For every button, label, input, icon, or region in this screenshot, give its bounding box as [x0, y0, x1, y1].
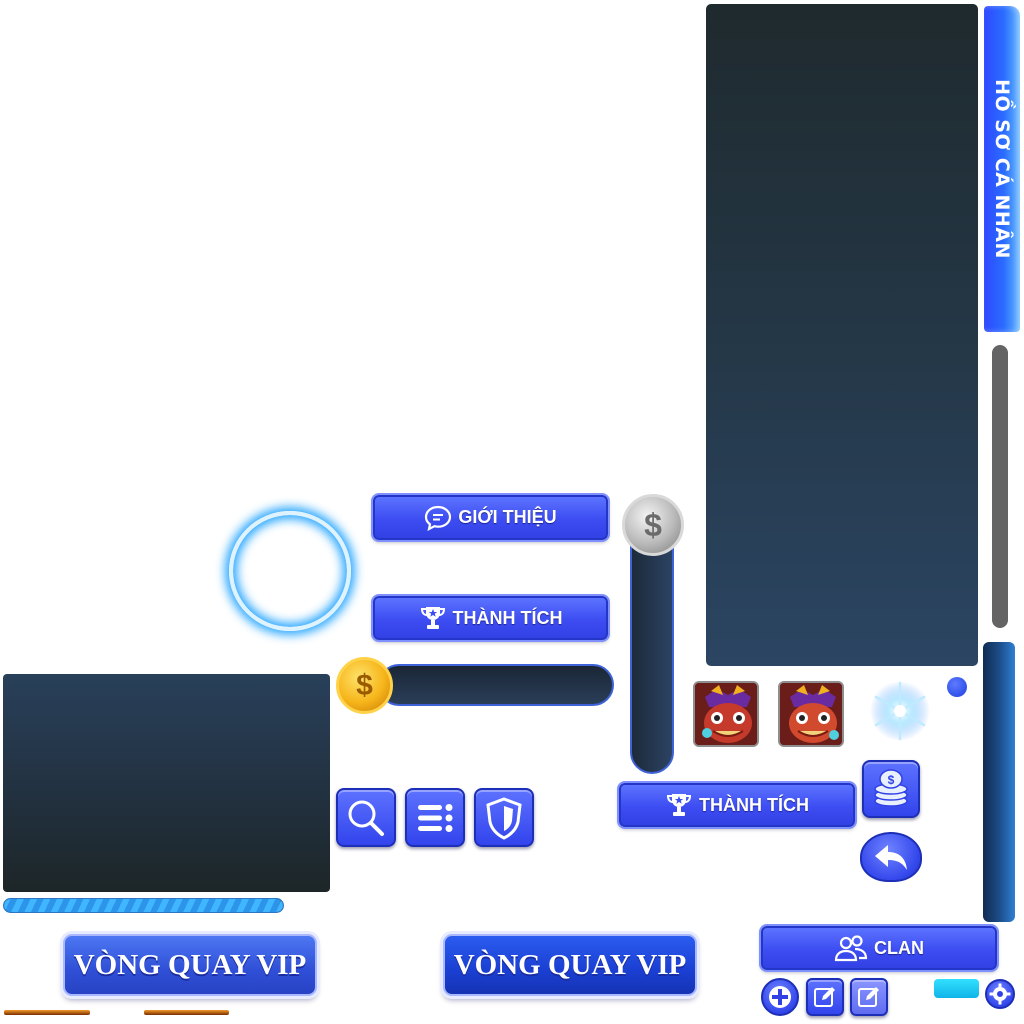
shield-button[interactable] — [474, 788, 534, 847]
back-arrow-icon — [875, 845, 907, 870]
glow-ring-frame — [229, 511, 351, 631]
silver-coin-icon: $ — [622, 494, 684, 556]
menu-list-icon — [418, 803, 453, 832]
chat-bubble-icon — [425, 505, 452, 531]
cyan-tag — [934, 979, 979, 998]
side-bar-blue — [983, 642, 1015, 922]
add-button[interactable] — [761, 978, 799, 1016]
edit-icon — [858, 987, 879, 1007]
menu-button[interactable] — [405, 788, 465, 847]
gold-balance-track — [378, 664, 614, 706]
vip-spin-button[interactable]: VÒNG QUAY VIP — [63, 934, 317, 996]
users-icon — [834, 935, 868, 962]
gear-icon — [989, 983, 1011, 1005]
avatar-monster-2[interactable] — [778, 681, 844, 747]
orange-stripe — [144, 1010, 229, 1015]
achievements-button-alt[interactable]: THÀNH TÍCH — [619, 783, 855, 827]
tab-profile-label: HỒ SƠ CÁ NHÂN — [991, 79, 1013, 259]
progress-bar — [3, 898, 284, 913]
search-icon — [348, 800, 384, 836]
intro-button[interactable]: GIỚI THIỆU — [373, 495, 608, 540]
edit-button[interactable] — [806, 978, 844, 1016]
coin-stack-icon: $ — [874, 769, 908, 807]
monster-face-icon — [780, 683, 842, 745]
silver-coin-symbol: $ — [644, 506, 662, 543]
gold-coin-symbol: $ — [356, 668, 373, 702]
vip-spin-label: VÒNG QUAY VIP — [73, 948, 307, 981]
settings-button[interactable] — [985, 979, 1015, 1009]
tab-profile[interactable]: HỒ SƠ CÁ NHÂN — [984, 6, 1020, 332]
info-panel — [3, 674, 330, 892]
profile-panel — [706, 4, 978, 666]
trophy-icon — [666, 794, 692, 816]
shield-icon — [486, 796, 522, 840]
svg-text:$: $ — [888, 773, 895, 787]
back-button[interactable] — [860, 832, 922, 882]
vip-spin-label-pressed: VÒNG QUAY VIP — [453, 948, 687, 981]
avatar-monster-1[interactable] — [693, 681, 759, 747]
achievements-button[interactable]: THÀNH TÍCH — [373, 596, 608, 640]
notification-dot — [947, 677, 967, 697]
edit-button-disabled[interactable] — [850, 978, 888, 1016]
achievements-button-label: THÀNH TÍCH — [452, 607, 563, 628]
achievements-button-alt-label: THÀNH TÍCH — [699, 794, 809, 815]
silver-balance-track — [630, 522, 674, 774]
edit-icon — [814, 987, 835, 1007]
gold-coin-icon: $ — [336, 657, 393, 714]
coin-stack-button[interactable]: $ — [862, 760, 920, 818]
scrollbar-track[interactable] — [992, 345, 1008, 628]
snowflake-icon — [870, 681, 930, 741]
vip-spin-button-pressed[interactable]: VÒNG QUAY VIP — [443, 934, 697, 996]
intro-button-label: GIỚI THIỆU — [458, 507, 557, 527]
orange-stripe — [4, 1010, 90, 1015]
trophy-icon — [420, 607, 445, 629]
progress-fill — [4, 899, 283, 912]
clan-button[interactable]: CLAN — [761, 926, 997, 970]
clan-button-label: CLAN — [874, 937, 924, 958]
plus-icon — [769, 986, 791, 1008]
monster-face-icon — [695, 683, 757, 745]
search-button[interactable] — [336, 788, 396, 847]
